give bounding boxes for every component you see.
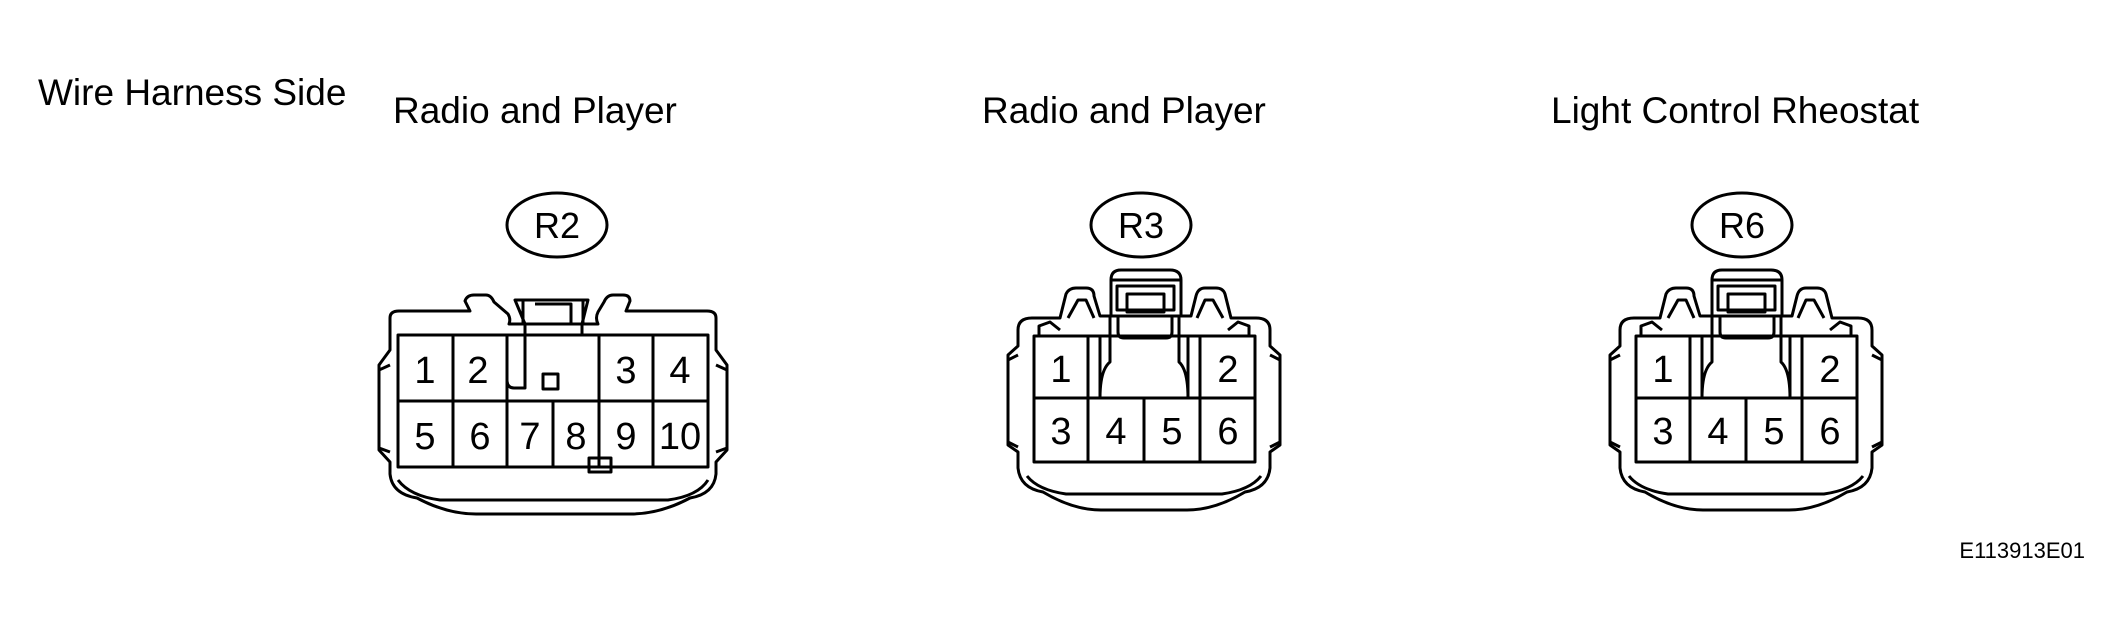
r2-pin-2: 2	[467, 350, 488, 392]
connector-r3-code: R3	[1118, 205, 1164, 246]
connector-r2	[377, 191, 729, 516]
figure-id: E113913E01	[1959, 538, 2085, 563]
r2-pin-3: 3	[615, 350, 636, 392]
connector-r2-code-oval	[505, 191, 609, 259]
connector-r6-code: R6	[1719, 205, 1765, 246]
r2-pin-5: 5	[414, 416, 435, 458]
connector-r6-title: Light Control Rheostat	[1551, 90, 1920, 131]
connector-r2-outline	[377, 293, 729, 516]
r2-pin-4: 4	[669, 350, 690, 392]
r3-pin-2: 2	[1217, 349, 1238, 391]
connector-r6-code-oval	[1690, 191, 1794, 259]
r6-pin-2: 2	[1819, 349, 1840, 391]
r6-pin-6: 6	[1819, 411, 1840, 453]
wire-harness-side-label: Wire Harness Side	[38, 72, 347, 113]
r6-pin-1: 1	[1652, 349, 1673, 391]
r3-pin-5: 5	[1161, 411, 1182, 453]
connector-r3	[1006, 191, 1282, 512]
r3-pin-4: 4	[1105, 411, 1126, 453]
r6-pin-3: 3	[1652, 411, 1673, 453]
connector-r2-code: R2	[534, 205, 580, 246]
connector-r6-outline	[1608, 268, 1884, 512]
connector-r3-outline	[1006, 268, 1282, 512]
r2-pin-10: 10	[659, 416, 701, 458]
r2-pin-8: 8	[565, 416, 586, 458]
r2-pin-9: 9	[615, 416, 636, 458]
r6-pin-4: 4	[1707, 411, 1728, 453]
r3-pin-1: 1	[1050, 349, 1071, 391]
connector-r3-code-oval	[1089, 191, 1193, 259]
r3-pin-6: 6	[1217, 411, 1238, 453]
r6-pin-5: 5	[1763, 411, 1784, 453]
r2-pin-7: 7	[519, 416, 540, 458]
connector-r6	[1608, 191, 1884, 512]
r3-pin-3: 3	[1050, 411, 1071, 453]
r2-pin-1: 1	[414, 350, 435, 392]
connector-r2-title: Radio and Player	[393, 90, 677, 131]
r2-pin-6: 6	[469, 416, 490, 458]
connector-r3-title: Radio and Player	[982, 90, 1266, 131]
